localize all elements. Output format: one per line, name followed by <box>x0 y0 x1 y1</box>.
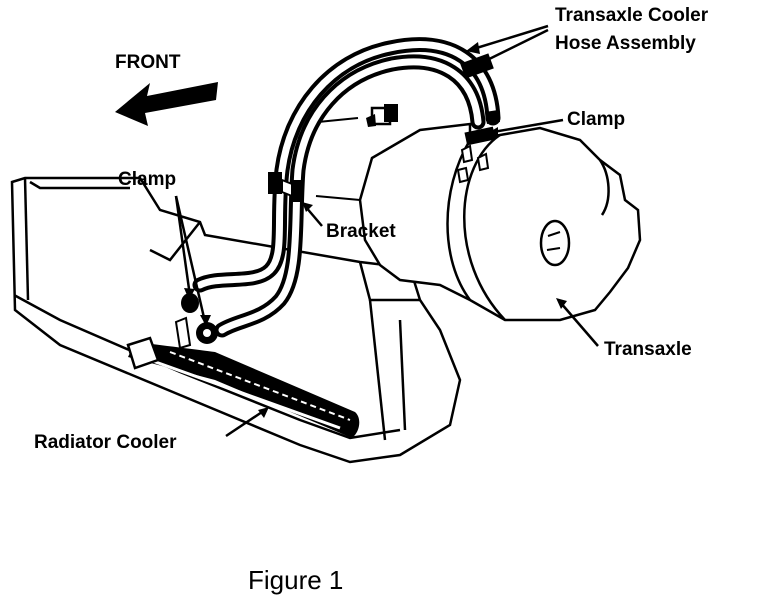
clamp-left-label: Clamp <box>118 169 177 190</box>
bracket-label: Bracket <box>326 221 396 242</box>
clamp-left <box>174 293 218 350</box>
hose-assembly-label-line2: Hose Assembly <box>555 33 696 54</box>
transaxle-label: Transaxle <box>604 339 692 360</box>
top-fitting <box>366 104 398 127</box>
leader-lines <box>174 24 599 438</box>
radiator-cooler-label: Radiator Cooler <box>34 432 177 453</box>
transaxle-body <box>315 117 642 322</box>
bracket <box>268 172 302 202</box>
clamp-right-label: Clamp <box>567 109 626 130</box>
cooler-hose-assembly <box>192 37 501 338</box>
figure-caption: Figure 1 <box>248 565 344 595</box>
radiator-cooler-tube <box>126 336 360 438</box>
hose-assembly-label-line1: Transaxle Cooler <box>555 5 709 26</box>
front-label: FRONT <box>115 52 181 73</box>
front-arrow <box>115 82 218 126</box>
leader-arrowheads <box>184 42 567 418</box>
